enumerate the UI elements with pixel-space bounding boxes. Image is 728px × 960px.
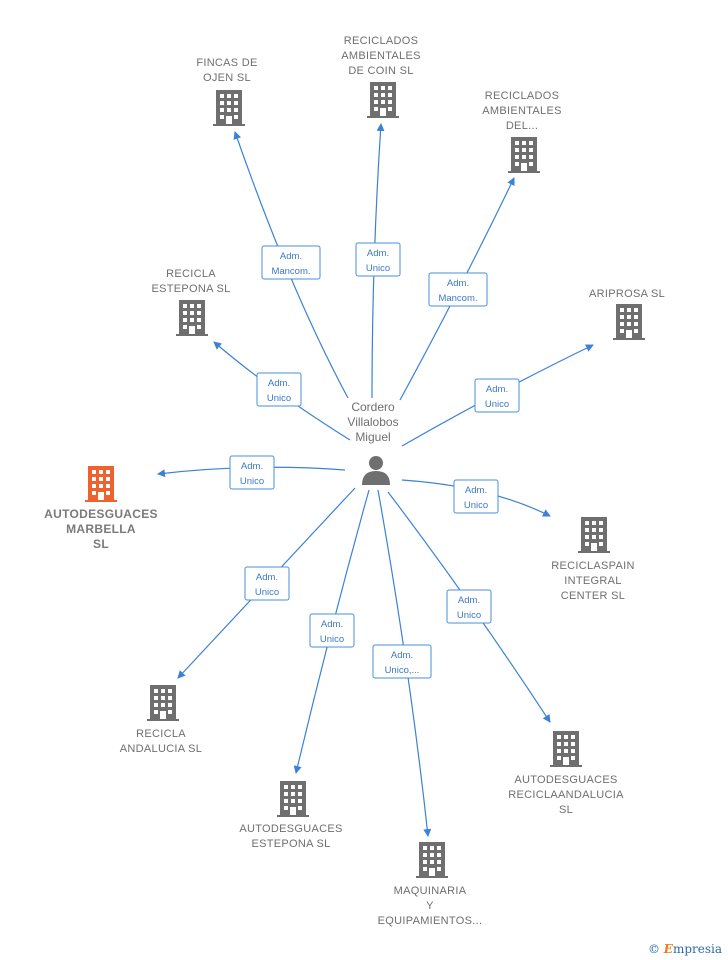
role-text: Unico (320, 634, 344, 645)
company-label-line: RECICLADOS (485, 90, 560, 102)
brand-rest: mpresia (672, 942, 722, 956)
company-label-line: SL (93, 537, 109, 551)
role-box-ariprosa[interactable]: Adm. Unico (474, 378, 520, 413)
role-text: Adm. (256, 572, 278, 583)
company-label-line: AMBIENTALES (482, 105, 562, 117)
company-node-reciclados-coin[interactable]: RECICLADOS AMBIENTALES DE COIN SL (341, 35, 421, 118)
role-text: Adm. (465, 485, 487, 496)
company-label-line: RECICLADOS (344, 35, 419, 47)
role-text: Unico,... (385, 665, 420, 676)
role-text: Unico (457, 610, 481, 621)
building-icon (176, 300, 208, 336)
empresia-watermark[interactable]: © Empresia (648, 942, 722, 956)
company-label-line: RECICLA (166, 268, 216, 280)
building-icon (508, 137, 540, 173)
role-box-reciclados-del[interactable]: Adm. Mancom. (428, 272, 488, 307)
role-text: Adm. (367, 248, 389, 259)
role-box-reciclaandalucia[interactable]: Adm. Unico (446, 589, 492, 624)
company-label-line: ESTEPONA SL (251, 838, 330, 850)
role-text: Unico (366, 263, 390, 274)
role-text: Adm. (391, 650, 413, 661)
role-text: Adm. (458, 595, 480, 606)
role-box-reciclados-coin[interactable]: Adm. Unico (355, 242, 401, 277)
role-text: Adm. (486, 384, 508, 395)
role-box-fincas-de-ojen[interactable]: Adm. Mancom. (261, 245, 321, 280)
company-node-recicla-estepona[interactable]: RECICLA ESTEPONA SL (151, 268, 230, 336)
role-text: Unico (267, 393, 291, 404)
role-text: Unico (485, 399, 509, 410)
company-label-line: CENTER SL (561, 590, 625, 602)
company-label-line: ESTEPONA SL (151, 283, 230, 295)
role-text: Mancom. (271, 266, 310, 277)
role-box-reciclaspain[interactable]: Adm. Unico (453, 479, 499, 514)
nodes-layer: FINCAS DE OJEN SL RECICLADOS AMBIENTALES DE … (44, 35, 665, 927)
company-node-reciclados-del[interactable]: RECICLADOS AMBIENTALES DEL... (482, 90, 562, 173)
company-node-recicla-andalucia[interactable]: RECICLA ANDALUCIA SL (120, 685, 202, 755)
role-box-recicla-andalucia[interactable]: Adm. Unico (244, 566, 290, 601)
role-text: Mancom. (438, 293, 477, 304)
person-name-line-3: Miguel (355, 430, 390, 444)
role-box-autodesguaces-marbella[interactable]: Adm. Unico (229, 455, 275, 490)
company-label-line: ANDALUCIA SL (120, 743, 202, 755)
company-node-ariprosa[interactable]: ARIPROSA SL (589, 288, 665, 340)
building-icon (147, 685, 179, 721)
company-label-line: OJEN SL (203, 72, 251, 84)
company-label-line: AMBIENTALES (341, 50, 421, 62)
company-label-line: FINCAS DE (196, 57, 257, 69)
role-text: Adm. (268, 378, 290, 389)
brand-initial: E (663, 942, 673, 956)
company-label-line: RECICLAANDALUCIA (508, 789, 624, 801)
role-box-maquinaria[interactable]: Adm. Unico,... (372, 644, 432, 679)
company-label-line: AUTODESGUACES (239, 823, 342, 835)
company-node-fincas-de-ojen[interactable]: FINCAS DE OJEN SL (196, 57, 257, 126)
person-name-line-2: Villalobos (347, 415, 398, 429)
building-icon (550, 731, 582, 767)
company-label-line: Y (426, 900, 434, 912)
building-icon (578, 517, 610, 553)
person-name-line-1: Cordero (351, 400, 395, 414)
role-text: Unico (240, 476, 264, 487)
building-icon (213, 90, 245, 126)
company-label-line: MARBELLA (66, 522, 136, 536)
role-text: Adm. (280, 251, 302, 262)
role-text: Adm. (321, 619, 343, 630)
role-text: Unico (464, 500, 488, 511)
company-label-line: SL (559, 804, 573, 816)
company-label-line: AUTODESGUACES (44, 507, 158, 521)
company-label-line: EQUIPAMIENTOS... (378, 915, 483, 927)
company-label-line: DE COIN SL (348, 65, 413, 77)
building-icon (85, 466, 117, 502)
building-icon (416, 842, 448, 878)
company-label-line: AUTODESGUACES (514, 774, 617, 786)
role-text: Adm. (447, 278, 469, 289)
company-label-line: MAQUINARIA (394, 885, 467, 897)
company-node-reciclaandalucia[interactable]: AUTODESGUACES RECICLAANDALUCIA SL (508, 731, 624, 816)
company-node-autodesguaces-estepona[interactable]: AUTODESGUACES ESTEPONA SL (239, 781, 342, 850)
person-icon (362, 456, 390, 485)
company-label-line: ARIPROSA SL (589, 288, 665, 300)
role-box-recicla-estepona[interactable]: Adm. Unico (256, 372, 302, 407)
company-label-line: RECICLA (136, 728, 186, 740)
role-box-autodesguaces-estepona[interactable]: Adm. Unico (309, 613, 355, 648)
role-text: Unico (255, 587, 279, 598)
center-person[interactable]: Cordero Villalobos Miguel (347, 400, 399, 485)
building-icon (367, 82, 399, 118)
company-node-maquinaria[interactable]: MAQUINARIA Y EQUIPAMIENTOS... (378, 842, 483, 927)
copyright-icon: © (647, 942, 660, 956)
company-node-reciclaspain[interactable]: RECICLASPAIN INTEGRAL CENTER SL (551, 517, 634, 602)
company-label-line: DEL... (506, 120, 538, 132)
building-icon (277, 781, 309, 817)
company-label-line: INTEGRAL (564, 575, 621, 587)
role-text: Adm. (241, 461, 263, 472)
company-label-line: RECICLASPAIN (551, 560, 634, 572)
building-icon (613, 304, 645, 340)
roles-layer: Adm.Mancom.Adm.UnicoAdm.Mancom.Adm.Unico… (229, 242, 520, 679)
